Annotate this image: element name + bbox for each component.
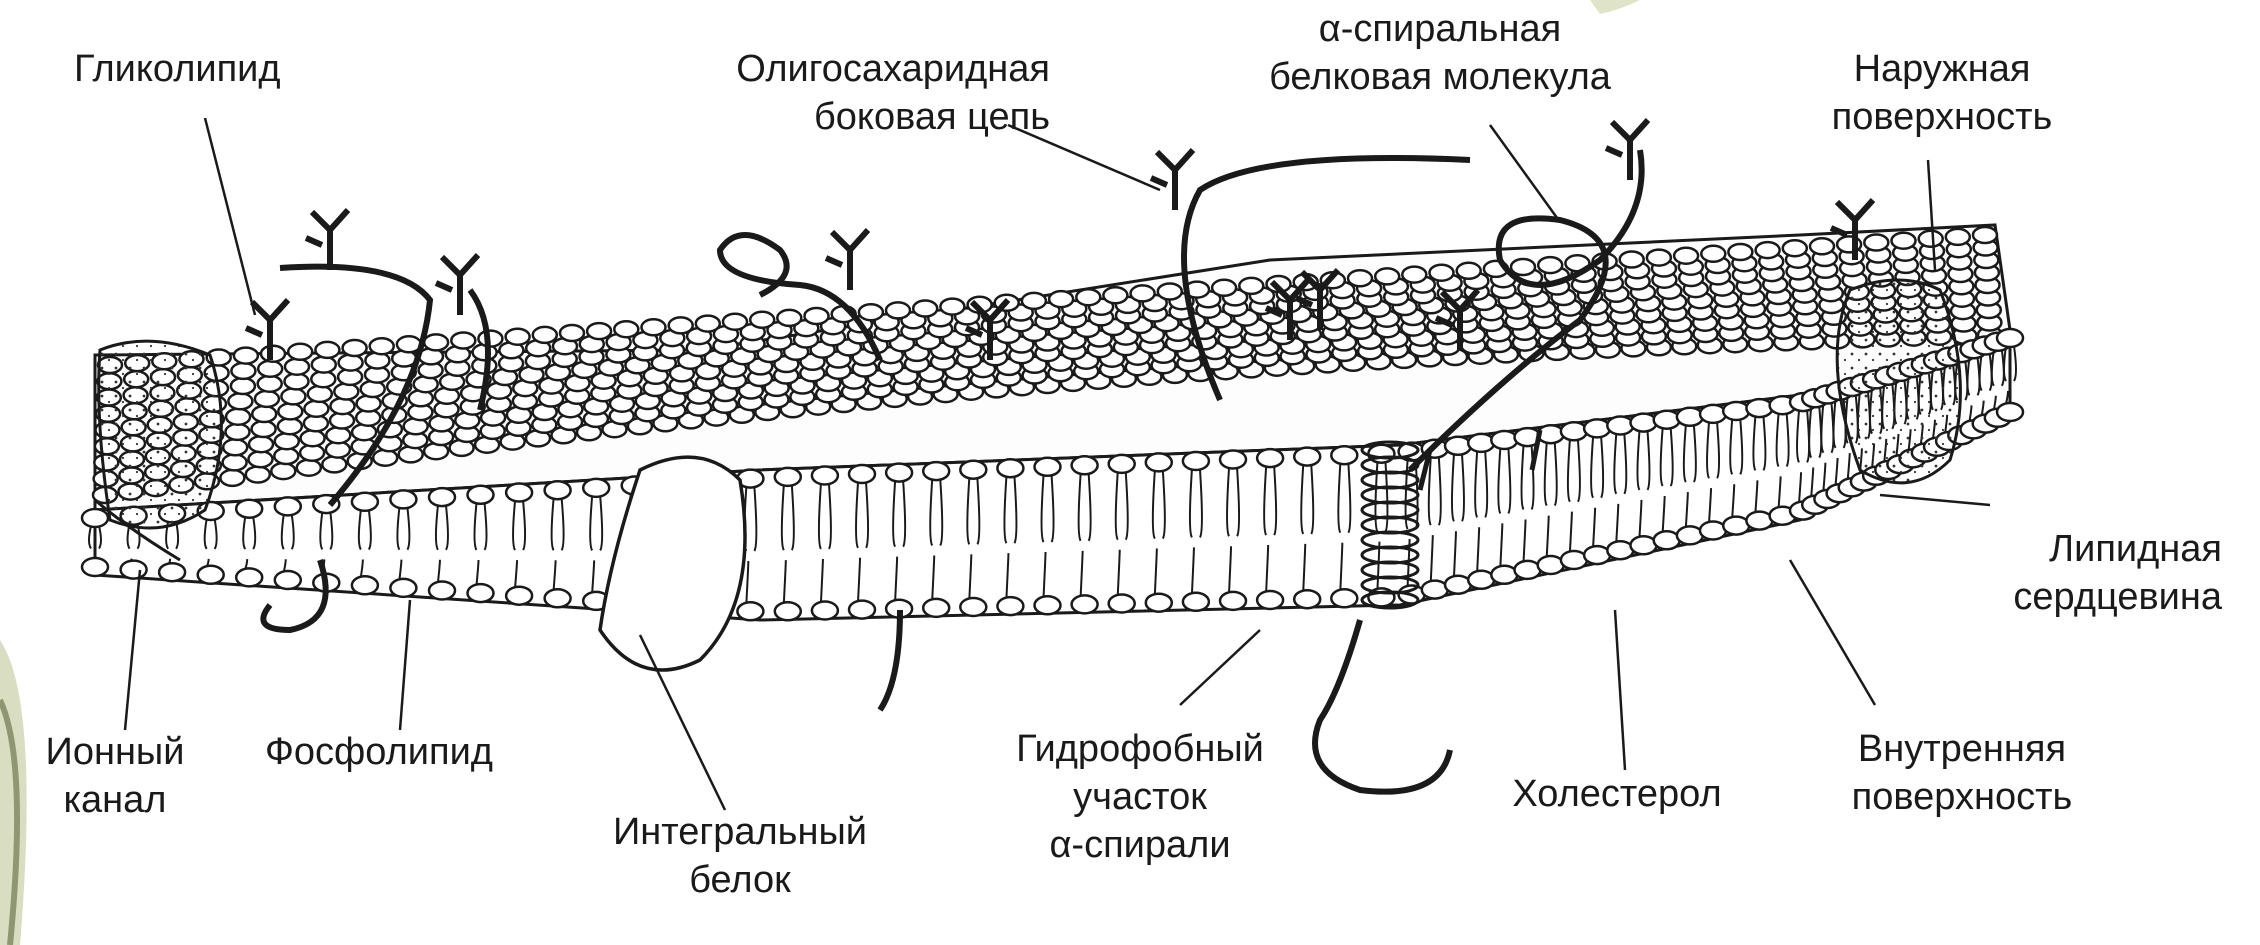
label-phospholipid: Фосфолипид [265,728,493,776]
alpha-helix-tail [1315,620,1450,792]
label-glycolipid: Гликолипид [74,45,281,93]
label-hydrophobic-segment: Гидрофобный участок α-спирали [1016,725,1264,869]
label-cholesterol: Холестерол [1512,770,1721,818]
label-ion-channel: Ионный канал [46,728,185,824]
label-oligosaccharide-chain: Олигосахаридная боковая цепь [736,45,1050,141]
label-outer-surface: Наружная поверхность [1832,45,2053,141]
right-integral-protein [1837,280,1960,483]
label-lipid-core: Липидная сердцевина [2013,525,2222,621]
label-alpha-helix-protein: α-спиральная белковая молекула [1269,5,1611,101]
lower-strand [880,610,900,710]
label-inner-surface: Внутренняя поверхность [1852,725,2073,821]
ion-channel-protein [99,341,222,528]
label-integral-protein: Интегральный белок [613,808,867,904]
